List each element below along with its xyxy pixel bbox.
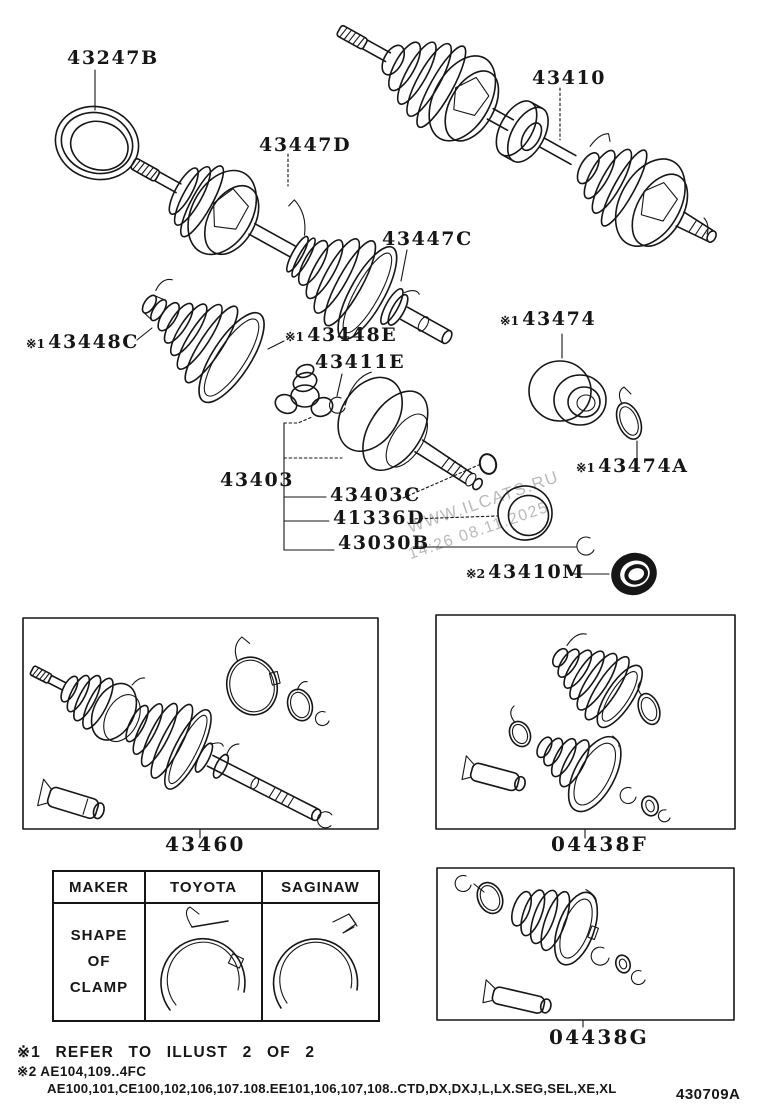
kit-04438F-clamp-right-drawing — [637, 680, 661, 726]
part-label-43403: 43403 — [220, 469, 295, 491]
drive-shaft-assembly-rh-drawing — [336, 25, 717, 247]
leader-43411E — [336, 373, 343, 397]
saginaw-clamp-drawing — [272, 913, 358, 1009]
table-header-toyota: TOYOTA — [146, 872, 263, 904]
kit-04438G-ring3-drawing — [630, 969, 646, 986]
kit-43460-shaft-drawing — [29, 665, 333, 829]
inner-joint-43474-drawing — [528, 360, 607, 426]
table-cell-saginaw-clamp — [263, 904, 378, 1020]
part-label-43030B: 43030B — [338, 532, 430, 554]
clamp-shape-table: MAKER TOYOTA SAGINAW SHAPE OF CLAMP — [52, 870, 380, 1022]
figure-code: 430709A — [676, 1086, 741, 1103]
ring-41336D-drawing — [497, 485, 553, 541]
kit-label-04438G: 04438G — [549, 1025, 649, 1049]
snap-ring-43403C-drawing — [478, 453, 498, 475]
inboard-joint-43403-drawing — [337, 371, 483, 491]
table-header-maker: MAKER — [54, 872, 146, 904]
table-header-saginaw: SAGINAW — [263, 872, 378, 904]
kit-04438F-grease-tube-drawing — [461, 755, 526, 792]
leader-43447C — [400, 249, 408, 282]
kit-04438F-upper-boot-drawing — [551, 633, 643, 729]
part-label-41336D: 41336D — [333, 507, 426, 529]
kit-label-43460: 43460 — [165, 832, 246, 856]
snap-ring-43030B-drawing — [576, 536, 595, 556]
part-label-43447D: 43447D — [259, 134, 352, 156]
footnote-applicability-2: AE100,101,CE100,102,106,107.108.EE101,10… — [47, 1081, 617, 1096]
footnote-refer-illust: ※1 REFER TO ILLUST 2 OF 2 — [17, 1044, 316, 1061]
part-label-43247B: 43247B — [67, 47, 159, 69]
kit-04438G-ring1-drawing — [590, 946, 610, 966]
part-label-43403C: 43403C — [330, 484, 421, 506]
footnote-applicability-1: ※2 AE104,109..4FC — [17, 1064, 147, 1079]
snap-ring-mark-drawing — [703, 217, 709, 235]
part-label-43411E: 43411E — [315, 351, 406, 373]
leader-43448E — [267, 340, 285, 350]
part-label-43410: 43410 — [532, 67, 607, 89]
clamp-43474A-drawing — [615, 386, 643, 440]
kit-04438G-clamp-drawing — [476, 881, 504, 915]
snap-ring-43411E-drawing — [328, 396, 346, 414]
kit-label-04438F: 04438F — [551, 832, 648, 856]
kit-box-04438F — [435, 614, 736, 830]
toyota-clamp-drawing — [159, 906, 246, 1011]
grease-tube-43460-drawing — [37, 778, 105, 820]
kit-box-43460 — [22, 617, 379, 830]
drive-shaft-assembly-lh-drawing — [130, 158, 453, 345]
kit-04438G-boot-drawing — [511, 889, 600, 966]
row-label-line1: SHAPE — [70, 927, 128, 944]
row-label-line3: CLAMP — [69, 979, 129, 996]
table-row-label-shape-of-clamp: SHAPE OF CLAMP — [54, 904, 146, 1020]
tripod-spider-drawing — [274, 363, 334, 418]
part-label-43447C: 43447C — [382, 228, 473, 250]
table-cell-toyota-clamp — [146, 904, 263, 1020]
outboard-boot-43448C-drawing — [141, 278, 265, 404]
kit-04438F-clamp-left-drawing — [508, 705, 532, 748]
oil-seal-43410M-drawing — [611, 552, 657, 596]
small-clamp-43460-drawing — [286, 681, 314, 722]
kit-04438F-ring1-drawing — [619, 786, 637, 805]
kit-04438G-grease-tube-drawing — [482, 979, 552, 1014]
kit-box-04438G — [436, 867, 735, 1021]
snap-ring-43460-drawing — [314, 710, 330, 727]
leader-43448C — [136, 327, 153, 341]
large-clamp-43460-drawing — [225, 636, 281, 716]
kit-04438F-ring2-drawing — [640, 795, 660, 817]
row-label-line2: OF — [87, 953, 111, 970]
callout-bracket-43403 — [283, 416, 577, 551]
kit-04438F-lower-boot-drawing — [536, 735, 622, 813]
seal-ring-43247B-drawing — [54, 105, 140, 181]
kit-04438G-ring2-drawing — [614, 954, 632, 974]
kit-04438G-clip-drawing — [454, 874, 472, 893]
kit-04438F-ring3-drawing — [657, 809, 671, 823]
